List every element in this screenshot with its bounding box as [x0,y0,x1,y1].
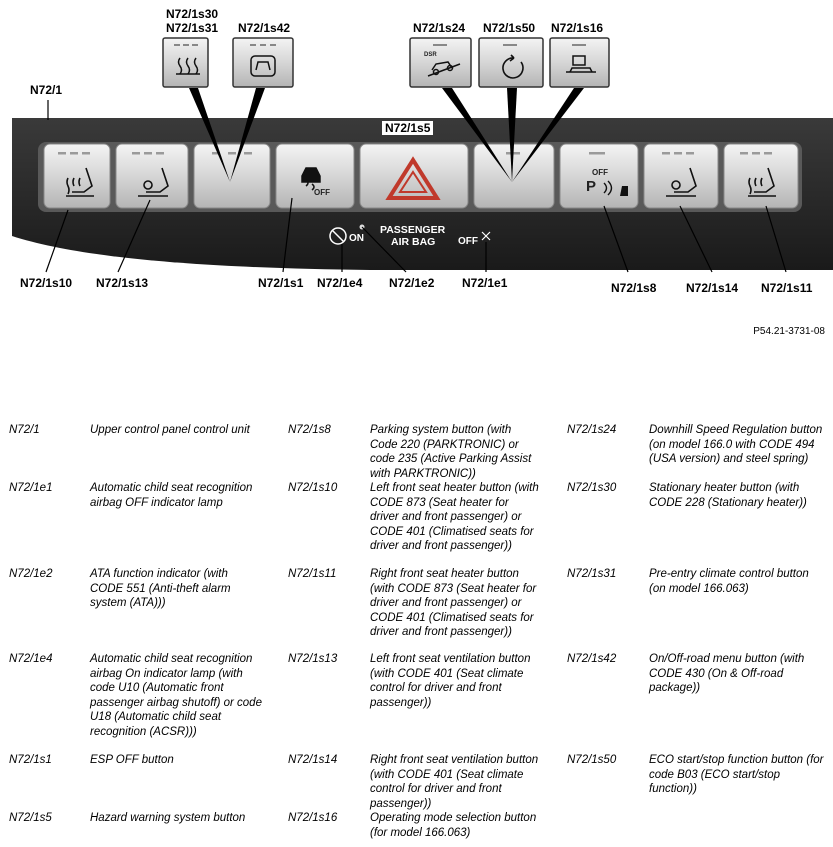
callout-lines [45,100,787,273]
callout-s13: N72/1s13 [96,276,149,290]
hazard-warning-icon [385,156,441,200]
legend-code: N72/1s14 [288,754,338,766]
legend-desc: On/Off-road menu button (with CODE 430 (… [649,653,805,694]
seat-ventilation-icon-left [138,167,169,197]
button-s10 [43,143,111,209]
airbag-on-label: ON [349,233,364,244]
detail-pointers [189,88,584,182]
legend-code: N72/1s13 [288,653,338,665]
legend-code: N72/1s10 [288,482,338,494]
parking-off-label: OFF [592,168,608,177]
legend-code: N72/1s5 [9,812,52,824]
legend-code: N72/1s31 [567,568,617,580]
air-bag-label: AIR BAG [391,236,436,248]
detail-buttons [162,37,610,88]
callout-s50: N72/1s50 [483,21,536,35]
dsr-label: DSR [424,52,437,58]
legend-desc: Upper control panel control unit [90,424,250,436]
button-s5 [359,143,469,209]
legend-desc: Hazard warning system button [90,812,246,824]
legend-desc: Parking system button (with Code 220 (PA… [370,424,532,480]
button-s8 [559,143,639,209]
legend-desc: Downhill Speed Regulation button (on mod… [649,424,823,465]
callout-e2: N72/1e2 [389,276,435,290]
figure-reference: P54.21-3731-08 [753,326,825,337]
legend-desc: Left front seat ventilation button (with… [370,653,531,709]
parking-p-label: P [586,178,597,195]
button-s11 [723,143,799,209]
callout-s8: N72/1s8 [611,281,657,295]
legend-desc: Pre-entry climate control button (on mod… [649,568,809,595]
legend-code: N72/1s42 [567,653,617,665]
legend-desc: Automatic child seat recognition airbag … [90,653,262,738]
operating-mode-icon [566,55,596,73]
airbag-on-indicator-icon [329,227,347,245]
esp-off-icon [301,167,321,191]
detail-button-s16 [549,37,610,88]
control-panel-diagram: N72/1 N72/1s30 N72/1s31 N72/1s42 N72/1s2… [0,0,833,340]
callout-s42: N72/1s42 [238,21,291,35]
legend-desc: Automatic child seat recognition airbag … [90,482,253,509]
callout-s11: N72/1s11 [761,281,813,295]
passenger-label: PASSENGER [380,224,446,236]
legend-code: N72/1s50 [567,754,617,766]
button-s13 [115,143,189,209]
legend-code: N72/1s11 [288,568,337,580]
legend-code: N72/1e2 [9,568,53,580]
off-road-menu-icon [250,55,276,77]
legend-code: N72/1s24 [567,424,617,436]
callout-s24: N72/1s24 [413,21,466,35]
detail-leds [174,44,586,46]
esp-off-label: OFF [314,188,330,197]
legend-desc: Left front seat heater button (with CODE… [370,482,539,552]
callout-s30: N72/1s30 [166,7,219,21]
detail-button-s50 [478,37,544,88]
callout-s10: N72/1s10 [20,276,73,290]
legend-code: N72/1s30 [567,482,617,494]
legend-desc: Right front seat heater button (with COD… [370,568,537,638]
control-panel-drawing [12,37,833,273]
legend-code: N72/1 [9,424,40,436]
legend-code: N72/1s1 [9,754,52,766]
legend-code: N72/1s16 [288,812,338,824]
stationary-heater-icon [176,57,200,75]
legend-desc: Operating mode selection button (for mod… [370,812,537,839]
callout-s5: N72/1s5 [382,121,434,135]
legend-desc: Stationary heater button (with CODE 228 … [649,482,807,509]
seat-heater-icon-left [66,167,94,197]
callout-n72-1: N72/1 [30,83,63,97]
legend-code: N72/1e4 [9,653,53,665]
callout-s1: N72/1s1 [258,276,304,290]
legend-desc: ECO start/stop function button (for code… [649,754,824,795]
callout-e1: N72/1e1 [462,276,508,290]
callout-e4: N72/1e4 [317,276,363,290]
legend-desc: ATA function indicator (with CODE 551 (A… [90,568,231,609]
callout-s14: N72/1s14 [686,281,739,295]
airbag-off-indicator-icon [481,231,491,241]
legend-code: N72/1s8 [288,424,331,436]
parking-system-icon [603,180,628,196]
airbag-off-label: OFF [458,236,478,247]
seat-heater-icon-right [748,167,776,197]
callout-s31: N72/1s31 [166,21,219,35]
eco-start-stop-icon [502,54,524,79]
legend-desc: Right front seat ventilation button (wit… [370,754,539,810]
legend-desc: ESP OFF button [90,754,174,766]
downhill-speed-icon [427,61,461,77]
legend-code: N72/1e1 [9,482,53,494]
seat-ventilation-icon-right [666,167,697,197]
callout-s16: N72/1s16 [551,21,604,35]
